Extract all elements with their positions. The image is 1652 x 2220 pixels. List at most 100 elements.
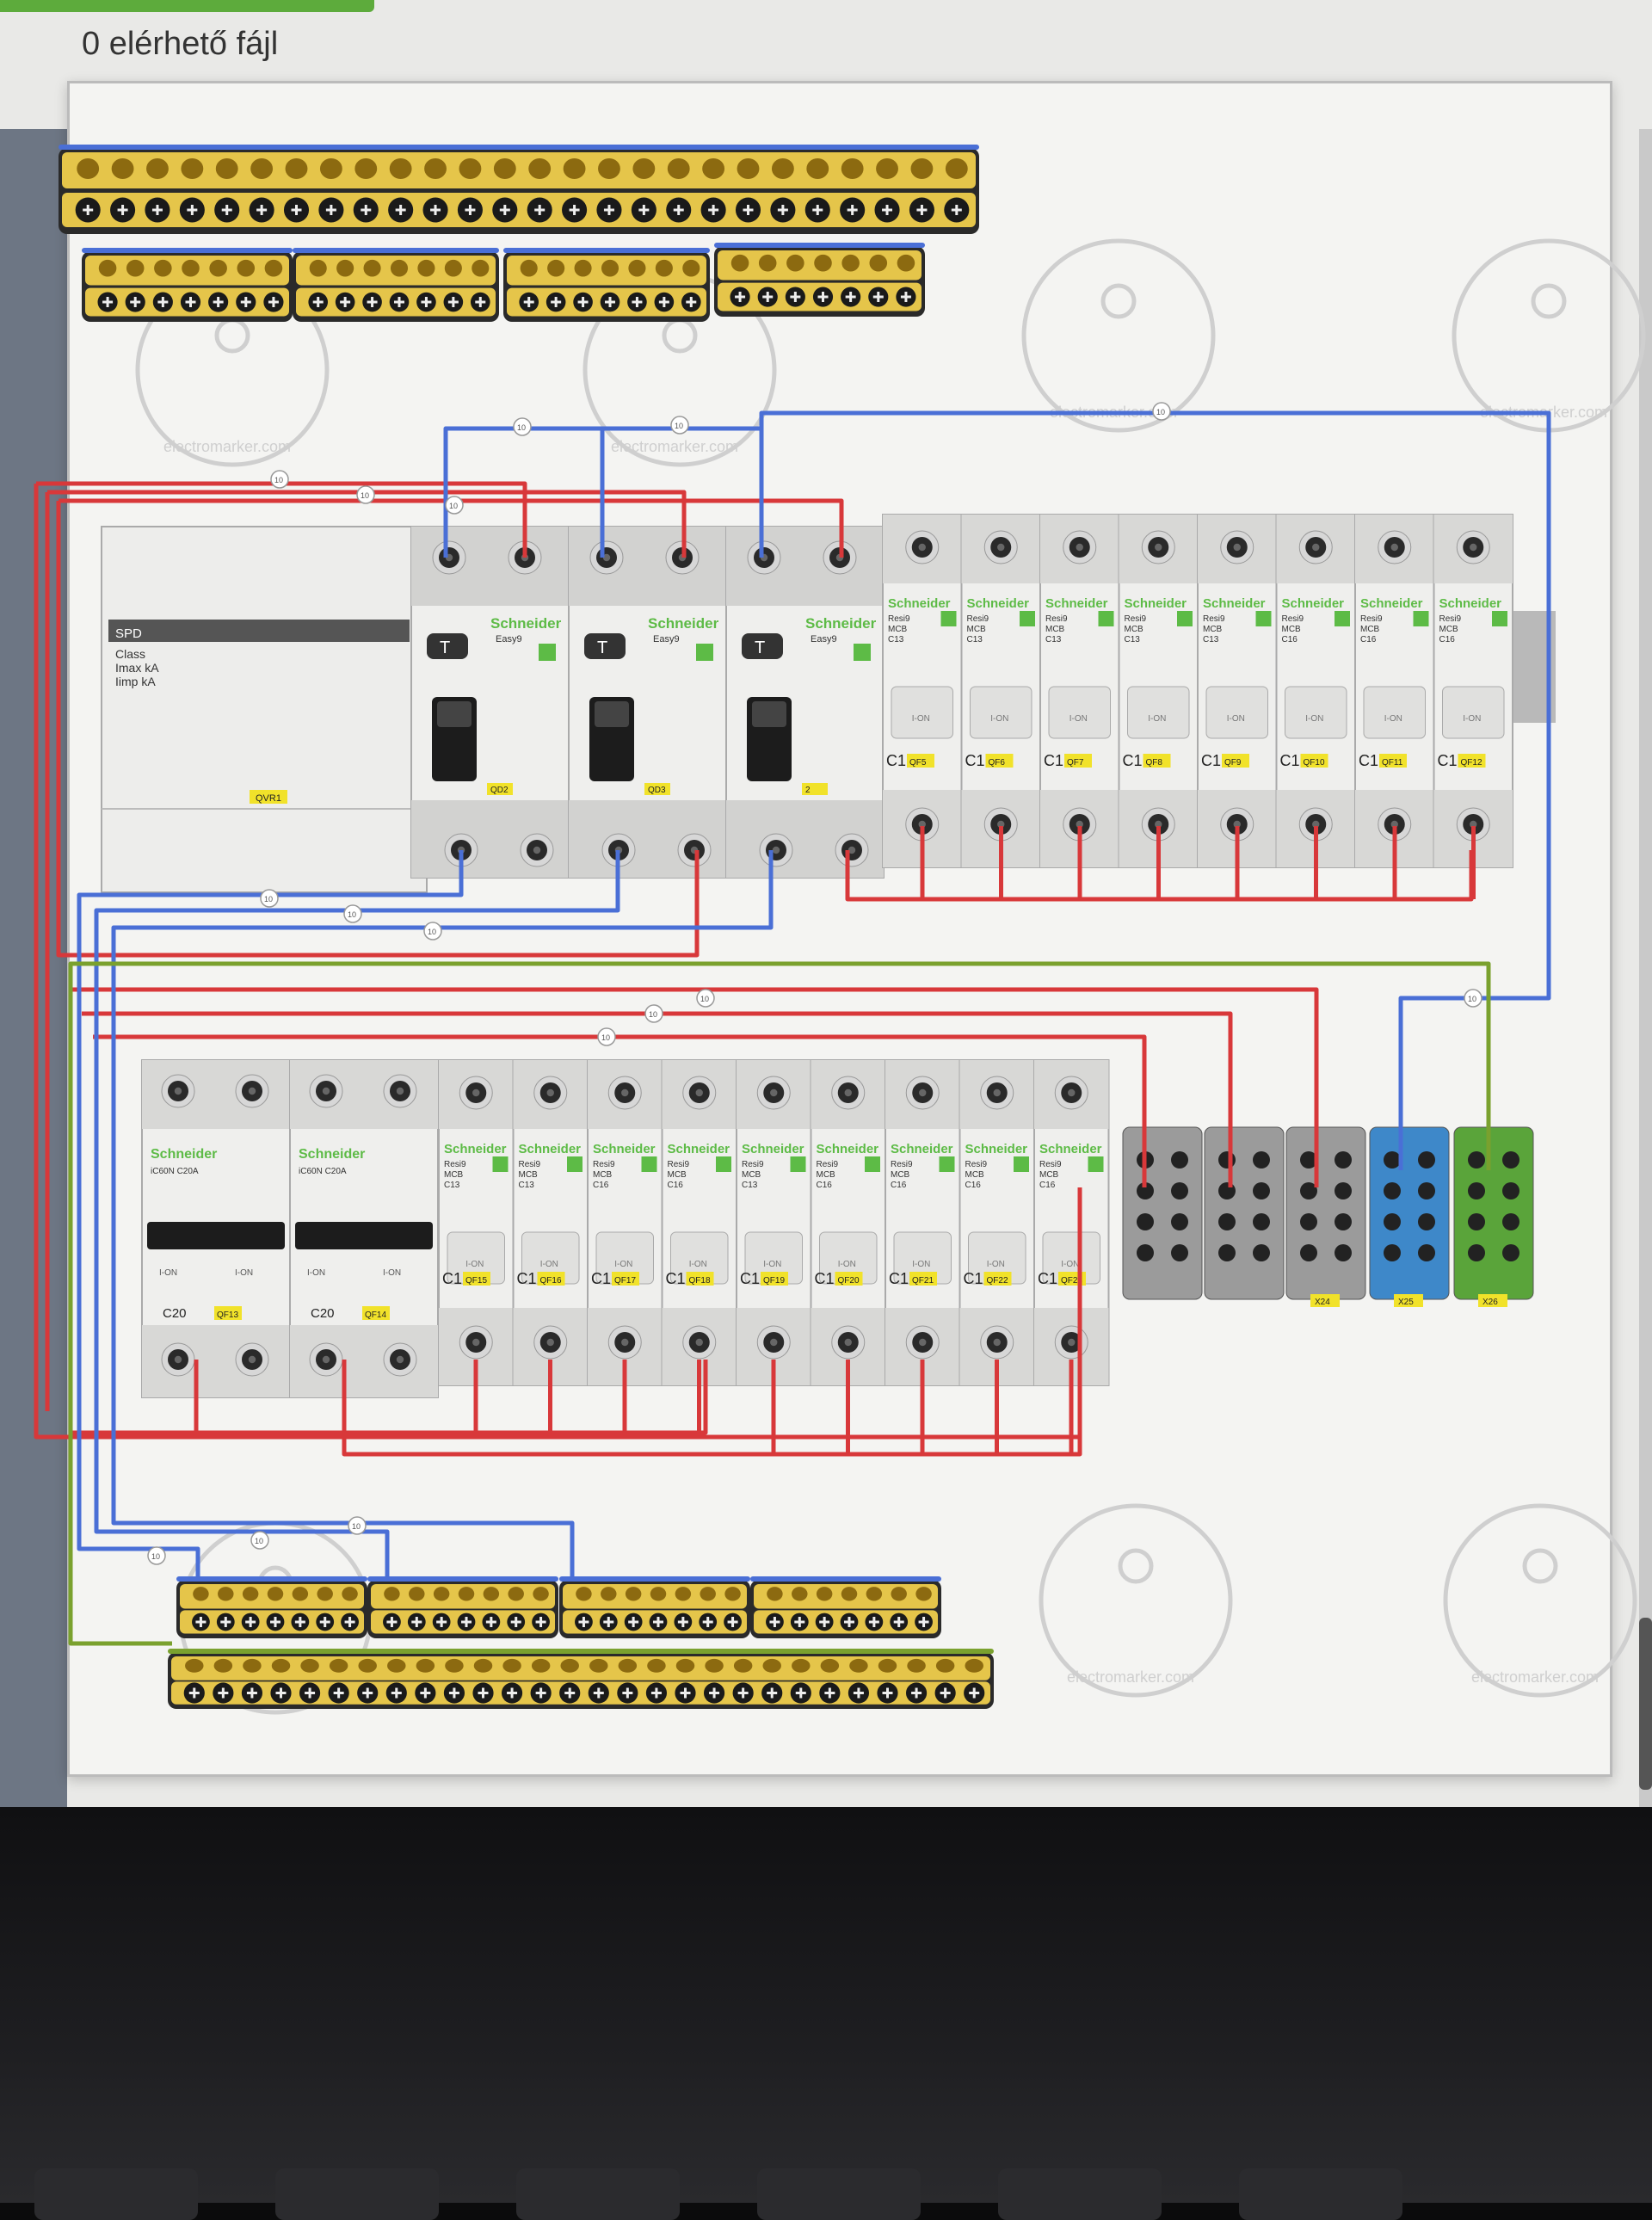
busbar-hole: [146, 158, 169, 179]
busbar-hole: [655, 259, 673, 277]
terminal-tag: X25: [1398, 1298, 1414, 1307]
terminal-screw: [1218, 1182, 1236, 1199]
busbar-hole: [762, 1658, 781, 1673]
status-icon: [641, 1156, 657, 1172]
mcb-tag: QF10: [1304, 758, 1325, 768]
mcb-tag-bg: [1458, 754, 1486, 768]
mcb-tag: QF18: [689, 1276, 711, 1286]
busbar-hole: [589, 1658, 608, 1673]
busbar-hole: [876, 158, 898, 179]
status-icon: [1177, 611, 1193, 626]
busbar-hole: [508, 1587, 524, 1601]
terminal-block: [1285, 1126, 1366, 1307]
terminal-screw: [1418, 1244, 1435, 1261]
busbar-hole: [682, 259, 700, 277]
busbar-hole: [806, 158, 829, 179]
status-icon: [1413, 611, 1429, 626]
status-icon: [940, 611, 957, 626]
mcb-model: Resi9: [888, 614, 910, 624]
wire-label-circle: [250, 1531, 269, 1550]
busbar-hole: [849, 1658, 868, 1673]
mcb-prefix: C1: [815, 1270, 835, 1287]
ic60-breaker: [289, 1059, 439, 1398]
busbar-hole: [820, 1658, 840, 1673]
mcb-prefix: C1: [1280, 752, 1300, 769]
test-button-label: T: [755, 638, 765, 657]
busbar-hole: [182, 259, 200, 277]
busbar-hole: [878, 1658, 897, 1673]
busbar-hole: [185, 1658, 204, 1673]
wire-label: 10: [348, 910, 356, 919]
upload-button[interactable]: [0, 0, 374, 12]
mcb-rating: C16: [1039, 1181, 1056, 1190]
wire-label-circle: [670, 416, 689, 435]
terminal-screw: [1335, 1182, 1352, 1199]
mcb-type: MCB: [1203, 625, 1223, 634]
brand-logo: Schneider: [967, 596, 1030, 611]
mcb-on-label: I-ON: [1069, 714, 1088, 724]
spd-rating-text: Class: [115, 647, 145, 661]
busbar-hole: [154, 259, 172, 277]
status-icon: [1098, 611, 1114, 626]
terminal-screw: [1502, 1244, 1519, 1261]
mcb-tag-bg: [537, 1272, 565, 1286]
mcb-rating: C16: [1360, 635, 1377, 644]
mcb-tag-bg: [985, 754, 1014, 768]
mcb-rating: C16: [1282, 635, 1298, 644]
busbar-bottom: [176, 1576, 367, 1638]
busbar-hole: [841, 254, 860, 272]
busbar-hole: [702, 158, 725, 179]
busbar-hole: [285, 158, 308, 179]
neutral-busbar-top: [59, 145, 979, 234]
mcb-model: Resi9: [1282, 614, 1304, 624]
mcb-tag-bg: [761, 1272, 788, 1286]
earth-wire: [68, 961, 1491, 1646]
mcb-prefix: C1: [442, 1270, 462, 1287]
mcb-tag: QF5: [909, 758, 927, 768]
ic60-on-label: I-ON: [307, 1268, 325, 1278]
busbar-hole: [77, 158, 100, 179]
keyboard-key: [757, 2168, 921, 2220]
busbar-hole: [354, 158, 378, 179]
terminal-screw: [1468, 1244, 1485, 1261]
busbar-hole: [389, 158, 412, 179]
mcb-tag: QF21: [912, 1276, 934, 1286]
wire-label-circle: [597, 1027, 616, 1046]
scrollbar-track[interactable]: [1639, 129, 1652, 1807]
terminal-screw: [1218, 1213, 1236, 1230]
busbar-hole: [472, 259, 490, 277]
mcb-prefix: C1: [740, 1270, 760, 1287]
rcd-model: Easy9: [811, 634, 837, 644]
keyboard-key: [998, 2168, 1162, 2220]
brand-logo: Schneider: [519, 1142, 582, 1156]
wire-label: 10: [1468, 995, 1476, 1003]
mcb-rating: C13: [888, 635, 904, 644]
terminal-screw: [1300, 1151, 1317, 1169]
mcb-toggle: [970, 686, 1032, 739]
mcb-on-label: I-ON: [1227, 714, 1245, 724]
brand-logo: Schneider: [593, 1142, 656, 1156]
mcb-rating: C16: [593, 1181, 609, 1190]
busbar-hole: [576, 1587, 592, 1601]
ic60-handle: [295, 1222, 433, 1249]
mcb-model: Resi9: [965, 1160, 988, 1169]
mcb-model: Resi9: [1439, 614, 1462, 624]
mcb-prefix: C1: [886, 752, 906, 769]
busbar-hole: [300, 1658, 319, 1673]
brand-logo: Schneider: [490, 615, 562, 632]
busbar-small: [714, 243, 925, 317]
ic60-rating: C20: [311, 1306, 335, 1321]
status-icon: [492, 1156, 509, 1172]
mcb-tag-bg: [686, 1272, 714, 1286]
busbar-hole: [493, 158, 516, 179]
busbar-hole: [897, 254, 915, 272]
brand-logo: Schneider: [805, 615, 877, 632]
terminal-screw: [1171, 1213, 1188, 1230]
test-button: [584, 633, 626, 659]
terminal-screw: [1300, 1244, 1317, 1261]
busbar-hole: [292, 1587, 309, 1601]
status-icon: [716, 1156, 731, 1172]
scrollbar-thumb[interactable]: [1639, 1618, 1652, 1790]
terminal-screw: [1137, 1182, 1154, 1199]
